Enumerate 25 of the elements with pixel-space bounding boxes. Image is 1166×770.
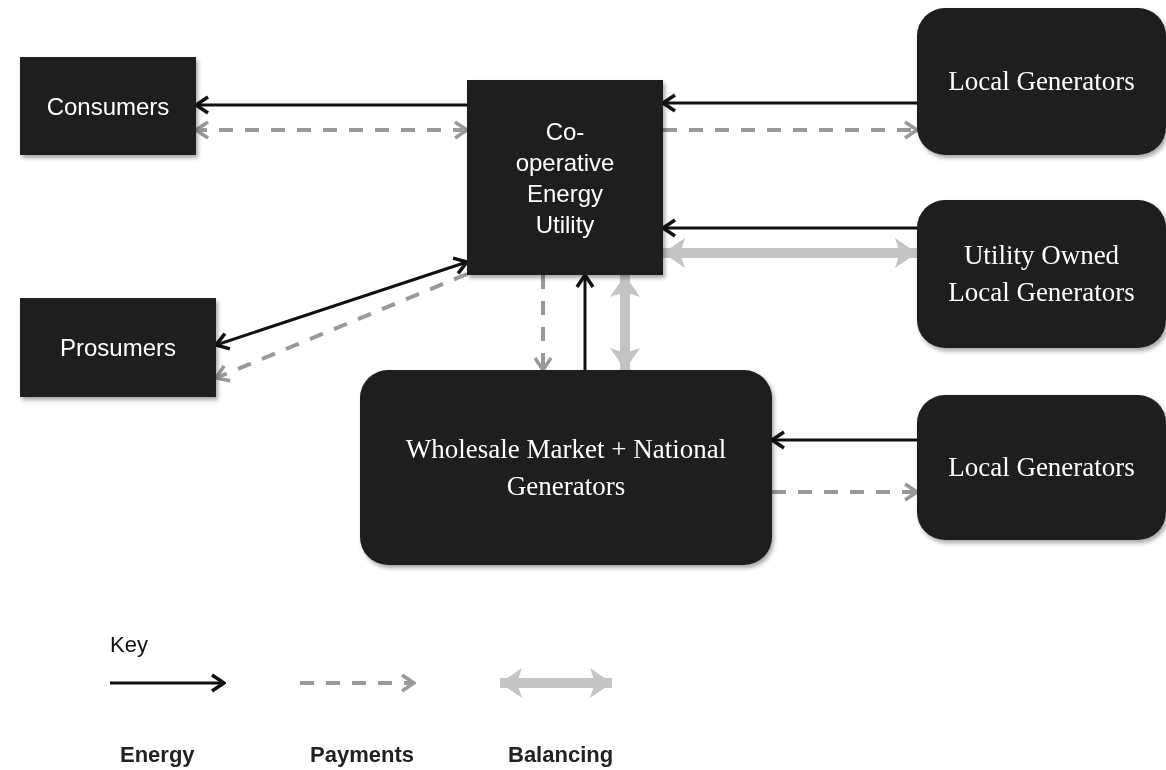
dashed-arrow [772, 482, 919, 502]
node-label: Utility Owned Local Generators [947, 239, 1136, 309]
legend-label: Balancing [508, 741, 614, 769]
node-label: Wholesale Market + National Generators [404, 432, 728, 503]
dashed-arrow [533, 275, 553, 372]
process-box [20, 298, 216, 397]
rounded-box [917, 395, 1166, 540]
rounded-box [360, 370, 772, 565]
node-label: Local Generators [948, 65, 1135, 98]
arrow [575, 273, 595, 370]
arrow [770, 430, 917, 450]
legend-label: Payments [310, 741, 414, 769]
process-box [20, 57, 196, 155]
node-label: Local Generators [948, 451, 1135, 484]
dashed-arrow [663, 120, 919, 140]
legend-label: Energy [120, 741, 195, 769]
process-box [467, 80, 663, 275]
double-arrow [610, 275, 640, 370]
node-label: Prosumers [60, 333, 176, 363]
key-heading: Key [110, 631, 148, 659]
rounded-box [917, 8, 1166, 155]
node-label: Consumers [46, 91, 170, 122]
node-label: Co-operative Energy Utility [514, 116, 616, 240]
rounded-box [917, 200, 1166, 348]
double-arrow [663, 238, 917, 268]
